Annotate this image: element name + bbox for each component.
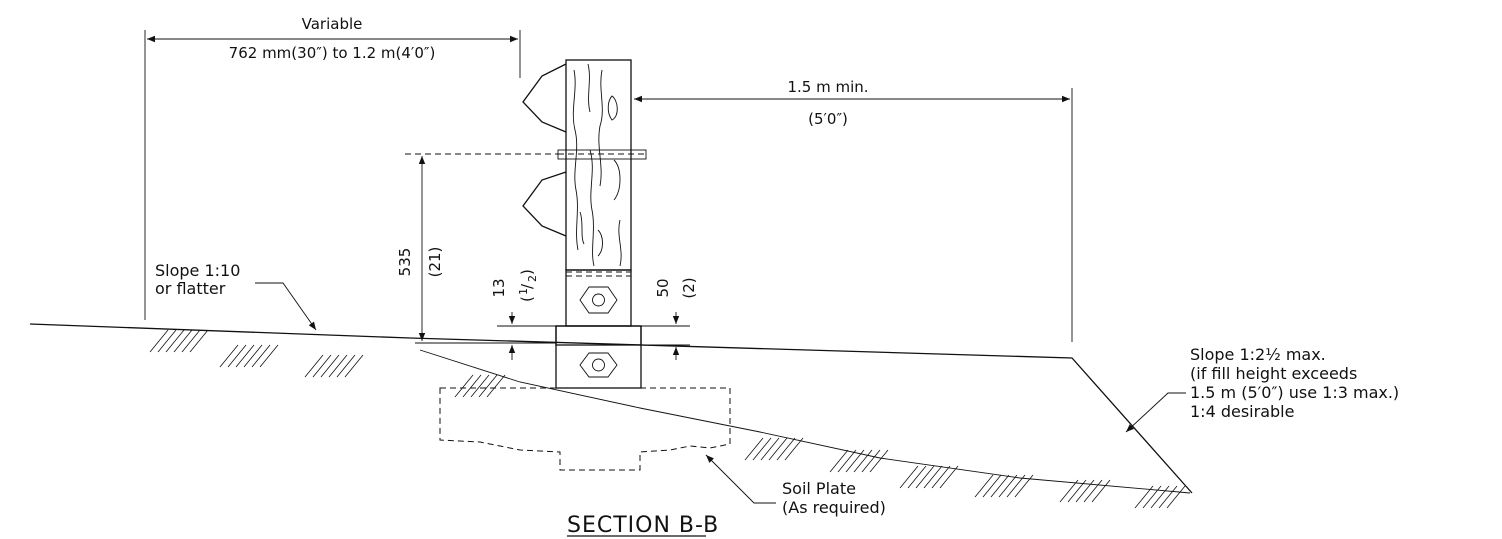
hatch-line: [1075, 479, 1095, 503]
note-soil-plate-line1: Soil Plate: [782, 479, 856, 498]
hatch-line: [312, 354, 332, 378]
dimension-gap-left-den: 2: [526, 275, 539, 282]
svg-text:(: (: [518, 296, 536, 302]
hatch-line: [157, 329, 177, 353]
hatch-line: [470, 374, 490, 398]
hatch-line: [899, 465, 919, 489]
hatch-line: [998, 474, 1018, 498]
dimension-offset: 1.5 m min. (5′0″): [634, 78, 1073, 342]
post-bolt: [557, 149, 647, 160]
hatch-line: [486, 374, 506, 398]
svg-text:): ): [518, 269, 536, 275]
hatch-line: [1083, 479, 1103, 503]
soil-plate: [439, 387, 731, 471]
hatch-line: [1091, 479, 1111, 503]
note-slope-right-line1: Slope 1:2½ max.: [1190, 345, 1326, 364]
note-soil-plate-line2: (As required): [782, 498, 886, 517]
hatch-line: [845, 449, 865, 473]
hatch-line: [1142, 485, 1162, 509]
hatch-line: [173, 329, 193, 353]
hatch-line: [219, 344, 239, 368]
hatch-line: [149, 329, 169, 353]
hatch-line: [744, 437, 764, 461]
hatch-line: [227, 344, 247, 368]
dimension-gap-left-value: 13: [490, 278, 508, 297]
hatch-line: [478, 374, 498, 398]
hatch-line: [923, 465, 943, 489]
note-slope-right-line4: 1:4 desirable: [1190, 402, 1294, 421]
note-slope-right: Slope 1:2½ max. (if fill height exceeds …: [1125, 345, 1399, 433]
dimension-height: 535 (21): [396, 153, 558, 344]
hatch-line: [1006, 474, 1026, 498]
hatch-line: [829, 449, 849, 473]
hatch-line: [869, 449, 889, 473]
dimension-offset-value: 1.5 m min.: [787, 78, 868, 96]
hatch-line: [861, 449, 881, 473]
hatch-line: [837, 449, 857, 473]
hatch-line: [939, 465, 959, 489]
hatch-line: [235, 344, 255, 368]
hatch-line: [752, 437, 772, 461]
hatch-line: [974, 474, 994, 498]
section-title: SECTION B-B: [567, 513, 719, 538]
dimension-gap-left-num: 1: [517, 288, 530, 295]
dimension-offset-imperial: (5′0″): [808, 110, 848, 128]
w-beam-rail: [522, 63, 567, 237]
hatch-line: [1150, 485, 1170, 509]
hatch-line: [259, 344, 279, 368]
dimension-variable: Variable 762 mm(30″) to 1.2 m(4′0″): [144, 15, 521, 320]
post-base: [555, 325, 642, 389]
note-soil-plate: Soil Plate (As required): [705, 454, 886, 517]
hatch-line: [320, 354, 340, 378]
wood-post: [565, 59, 632, 271]
note-slope-left-line1: Slope 1:10: [155, 261, 240, 280]
hatch-line: [1166, 485, 1186, 509]
hatch-line: [990, 474, 1010, 498]
hatch-line: [251, 344, 271, 368]
hatch-line: [853, 449, 873, 473]
hatch-line: [165, 329, 185, 353]
note-slope-right-line2: (if fill height exceeds: [1190, 364, 1357, 383]
hatch-line: [344, 354, 364, 378]
hatch-line: [982, 474, 1002, 498]
section-title-text: SECTION B-B: [567, 513, 719, 538]
svg-text:/: /: [518, 283, 536, 289]
steel-post: [565, 269, 632, 327]
hatch-line: [462, 374, 482, 398]
hatch-line: [1059, 479, 1079, 503]
dimension-height-imperial: (21): [426, 247, 444, 278]
hatch-line: [931, 465, 951, 489]
fill-slope-line: [419, 349, 1191, 494]
hatch-line: [328, 354, 348, 378]
dimension-gap-right-imperial: (2): [680, 277, 698, 298]
dimension-variable-label: Variable: [302, 15, 363, 33]
dimension-gap-right: 50 (2): [641, 277, 698, 360]
hatch-line: [243, 344, 263, 368]
hatch-line: [181, 329, 201, 353]
hatch-line: [768, 437, 788, 461]
dimension-gap-left: 13 ( 1 / 2 ): [490, 269, 556, 360]
dimension-variable-value: 762 mm(30″) to 1.2 m(4′0″): [229, 44, 436, 62]
hatch-line: [304, 354, 324, 378]
ground-line: [29, 323, 1193, 494]
note-slope-left-line2: or flatter: [155, 279, 226, 298]
note-slope-left: Slope 1:10 or flatter: [155, 261, 317, 331]
hatch-line: [784, 437, 804, 461]
dimension-height-value: 535: [396, 248, 414, 277]
hatch-line: [907, 465, 927, 489]
hatch-line: [454, 374, 474, 398]
hatch-line: [336, 354, 356, 378]
hatch-line: [189, 329, 209, 353]
hatch-line: [915, 465, 935, 489]
dimension-gap-right-value: 50: [654, 278, 672, 297]
hatch-line: [760, 437, 780, 461]
note-slope-right-line3: 1.5 m (5′0″) use 1:3 max.): [1190, 383, 1399, 402]
hatch-line: [1158, 485, 1178, 509]
hatch-line: [776, 437, 796, 461]
